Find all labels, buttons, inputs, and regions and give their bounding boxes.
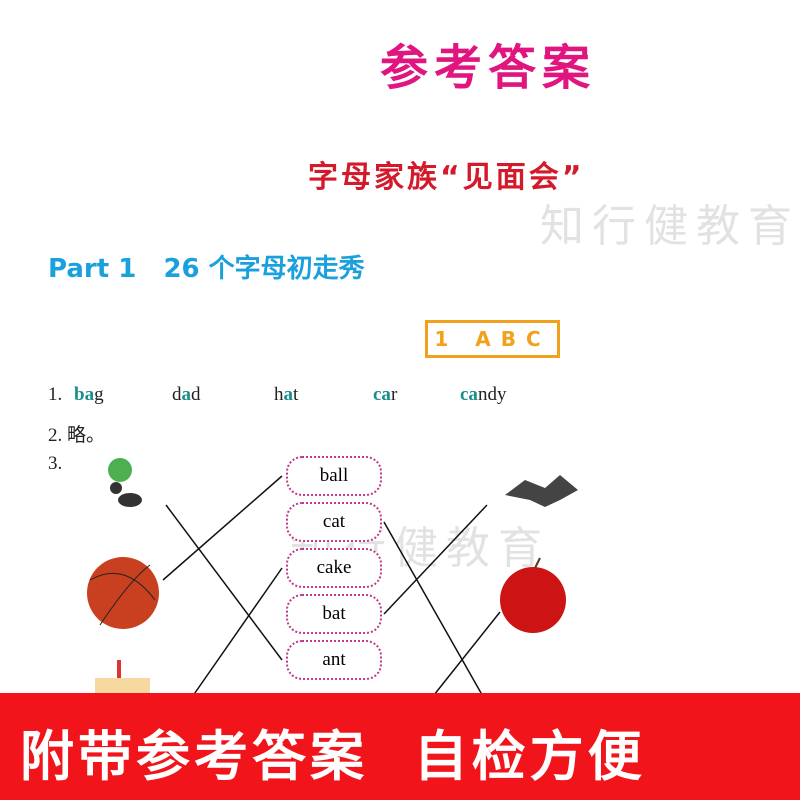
- q3-number: 3.: [48, 453, 63, 474]
- word-card-cat: cat: [286, 502, 382, 542]
- word-card-ant: ant: [286, 640, 382, 680]
- watermark: 知行健教育: [540, 201, 800, 252]
- apple-picture: [500, 557, 566, 633]
- q1-word-candy: candy: [460, 384, 507, 405]
- word-card-ball: ball: [286, 456, 382, 496]
- q1-number: 1.: [48, 384, 63, 405]
- ant-picture: [108, 458, 142, 507]
- q1-word-car: car: [373, 384, 398, 405]
- q2: 2. 略。: [48, 425, 106, 446]
- q1-word-bag: bag: [74, 384, 104, 405]
- word-card-cake: cake: [286, 548, 382, 588]
- page-title: 参考答案: [380, 40, 597, 96]
- promo-banner-text: 附带参考答案 自检方便: [20, 725, 646, 788]
- section-title: 字母家族“见面会”: [308, 160, 585, 195]
- abc-badge: 1 ABC: [425, 320, 560, 358]
- ball-picture: [87, 557, 159, 629]
- promo-banner: [0, 693, 800, 800]
- word-card-bat: bat: [286, 594, 382, 634]
- part-heading: Part 1 26 个字母初走秀: [48, 254, 365, 284]
- q1-word-hat: hat: [274, 384, 299, 405]
- q1-word-dad: dad: [172, 384, 201, 405]
- bat-picture: [505, 475, 578, 507]
